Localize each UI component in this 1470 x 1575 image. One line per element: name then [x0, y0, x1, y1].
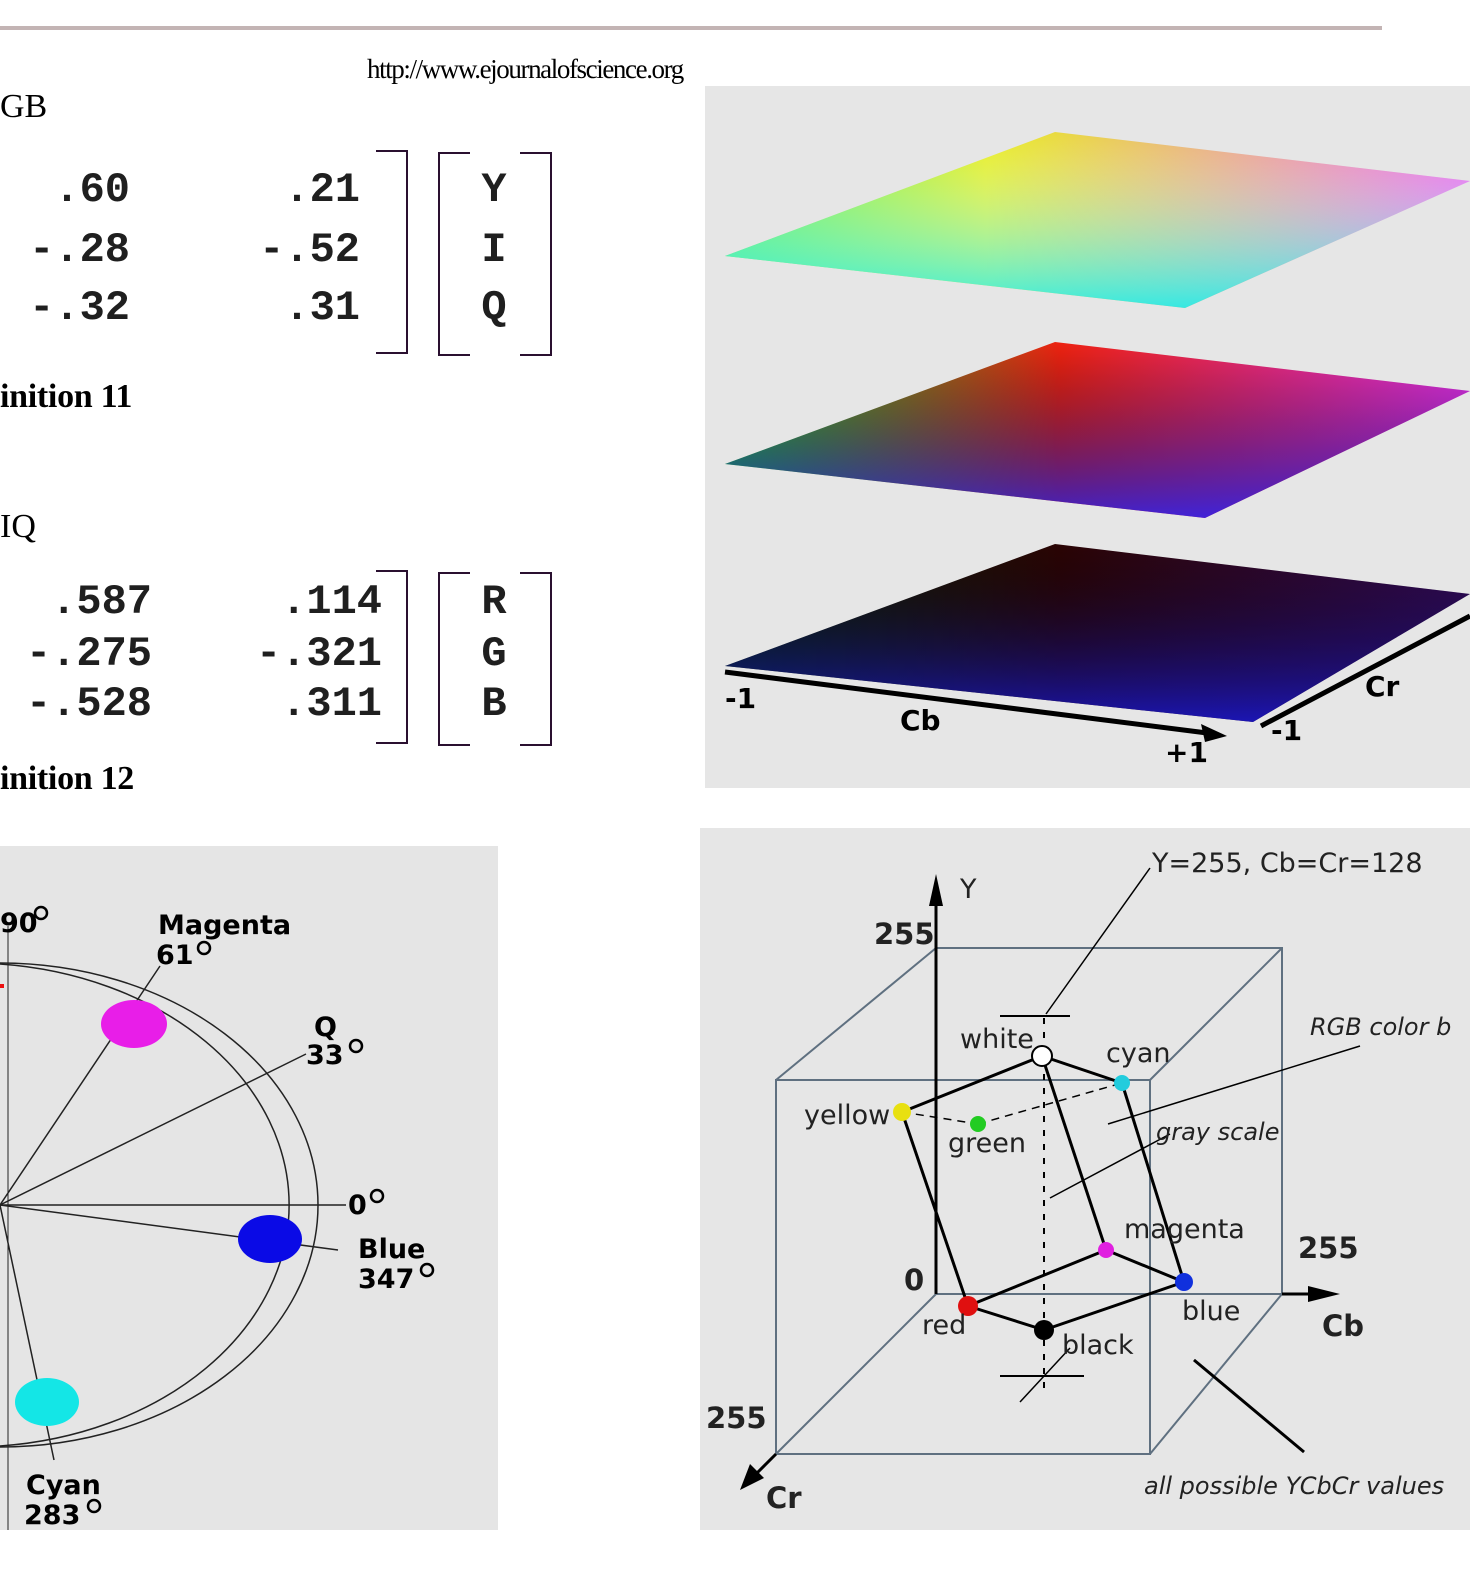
cb-minus1-label: -1	[725, 682, 756, 715]
vector1-row2: I	[481, 226, 507, 274]
cube-white-label: white	[960, 1024, 1034, 1055]
cube-blue-label: blue	[1182, 1296, 1240, 1327]
matrix1-col2-row3: .31	[284, 284, 360, 332]
matrix1-col1-row2: -.28	[29, 226, 130, 274]
cb-plus1-label: +1	[1165, 736, 1208, 769]
cube-top-annotation: Y=255, Cb=Cr=128	[1151, 848, 1423, 879]
matrix2-col1-row1: .587	[51, 578, 152, 626]
matrix1-label: GB	[0, 88, 48, 125]
magenta-dot	[101, 1000, 167, 1048]
cube-yellow-label: yellow	[804, 1100, 890, 1131]
matrix1-col1-row3: -.32	[29, 284, 130, 332]
definition12-caption: inition 12	[0, 760, 134, 797]
cbcr-planes-figure: -1 Cb +1 -1 Cr	[705, 86, 1470, 788]
matrix1-col2-row2: -.52	[259, 226, 360, 274]
all-ycbcr-values-label: all possible YCbCr values	[1144, 1472, 1444, 1500]
cube-green-label: green	[948, 1128, 1026, 1159]
matrix2-col1-row2: -.275	[25, 630, 152, 678]
cr-axis-label: Cr	[1365, 670, 1400, 703]
cube-cr-255-label: 255	[706, 1401, 767, 1435]
cube-cb-255-label: 255	[1298, 1231, 1359, 1265]
yiq-color-wheel-figure: 90 Magenta 61 Q 33 0 Blue 347 Cyan 283	[0, 846, 498, 1530]
matrix1-col1-row1: .60	[54, 166, 130, 214]
cyan-vertex	[1114, 1075, 1130, 1091]
rgb-color-box-label: RGB color b	[1310, 1013, 1451, 1041]
cube-black-label: black	[1062, 1330, 1134, 1361]
vector2-row1: R	[481, 578, 507, 626]
cube-zero-label: 0	[904, 1263, 924, 1297]
deg90-label: 90	[0, 908, 38, 939]
blue-label: Blue	[358, 1234, 425, 1265]
matrix2-right-bracket	[376, 570, 408, 744]
vector2-row3: B	[481, 680, 507, 728]
matrix2-col2-row1: .114	[281, 578, 382, 626]
cube-y-axis-label: Y	[959, 874, 977, 905]
cyan-label: Cyan	[26, 1470, 101, 1501]
green-vertex	[970, 1116, 986, 1132]
matrix1-right-bracket	[376, 150, 408, 354]
matrix2-col1-row3: -.528	[25, 680, 152, 728]
cube-cr-axis-label: Cr	[766, 1481, 802, 1515]
vector2-right-bracket	[520, 572, 552, 746]
black-vertex	[1034, 1320, 1054, 1340]
cyan-dot	[15, 1378, 79, 1426]
cube-red-label: red	[922, 1310, 966, 1341]
red-vertex	[958, 1296, 978, 1316]
matrix2-label: IQ	[0, 508, 36, 545]
matrix1-col2-row1: .21	[284, 166, 360, 214]
magenta-vertex	[1098, 1242, 1114, 1258]
q-axis-label: Q	[314, 1012, 337, 1043]
blue-vertex	[1175, 1273, 1193, 1291]
cr-minus1-label: -1	[1271, 714, 1302, 747]
cube-cyan-label: cyan	[1106, 1038, 1170, 1069]
vector1-left-bracket	[438, 152, 470, 356]
cb-axis-label: Cb	[900, 704, 941, 737]
magenta-label: Magenta	[158, 910, 291, 941]
gray-scale-label: gray scale	[1156, 1118, 1279, 1146]
header-rule	[0, 26, 1382, 30]
definition11-caption: inition 11	[0, 378, 133, 415]
deg0-label: 0	[348, 1190, 367, 1221]
vector2-left-bracket	[438, 572, 470, 746]
cube-cb-axis-label: Cb	[1322, 1309, 1364, 1343]
q-degree: 33	[306, 1040, 344, 1071]
blue-degree: 347	[358, 1264, 414, 1295]
vector1-row3: Q	[481, 284, 507, 332]
journal-url: http://www.ejournalofscience.org	[367, 54, 684, 84]
vector1-right-bracket	[520, 152, 552, 356]
ycbcr-cube-figure: Y=255, Cb=Cr=128 Y 255 white cyan RGB co…	[700, 828, 1470, 1530]
cube-y-255-label: 255	[874, 917, 935, 951]
vector1-row1: Y	[481, 166, 507, 214]
blue-dot	[238, 1215, 302, 1263]
cube-magenta-label: magenta	[1124, 1214, 1245, 1245]
yellow-vertex	[893, 1103, 911, 1121]
matrix2-col2-row2: -.321	[255, 630, 382, 678]
matrix2-col2-row3: .311	[281, 680, 382, 728]
cyan-degree: 283	[24, 1500, 80, 1530]
white-vertex	[1031, 1045, 1053, 1067]
vector2-row2: G	[481, 630, 507, 678]
magenta-degree: 61	[156, 940, 194, 971]
